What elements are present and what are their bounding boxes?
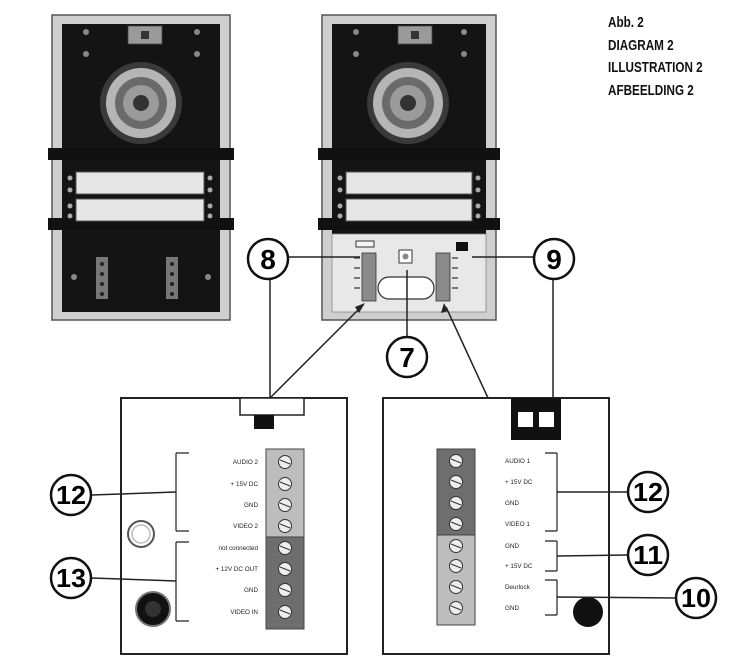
callout-12-left: 12 [49,473,93,517]
callout-11: 11 [626,533,670,577]
caption-line-fr: ILLUSTRATION 2 [608,59,703,76]
leader-lines [90,256,676,599]
callout-8: 8 [246,237,290,281]
terminal-label: GND [244,587,258,594]
terminal-label: VIDEO 2 [233,523,258,530]
arrowheads [355,303,448,313]
terminal-label: + 15V DC [231,481,259,488]
callout-number: 7 [399,342,415,373]
terminal-label: AUDIO 1 [505,458,531,465]
callout-number: 8 [260,244,276,275]
terminal-label: VIDEO 1 [505,521,530,528]
callout-number: 10 [681,583,711,613]
terminal-label: + 15V DC [505,479,533,486]
terminal-area [331,233,487,313]
terminal-label: + 15V DC [505,563,533,570]
callout-number: 13 [56,563,86,593]
door-station-front [48,14,234,321]
caption-line-de: Abb. 2 [608,14,644,31]
callout-number: 9 [546,244,562,275]
rear-connectors [96,257,178,299]
camera-lens [367,62,449,144]
name-plates [337,171,481,222]
terminal-screws [278,455,292,619]
terminal-label: VIDEO IN [230,609,258,616]
terminal-label: GND [505,543,519,550]
door-station-rear [318,14,500,321]
callout-10: 10 [674,576,718,620]
left-terminal-detail: AUDIO 2 + 15V DC GND VIDEO 2 not connect… [120,397,348,655]
caption-line-en: DIAGRAM 2 [608,36,674,54]
camera-lens [100,62,182,144]
caption-line-nl: AFBEELDING 2 [608,81,694,99]
figure-caption: Abb. 2 DIAGRAM 2 ILLUSTRATION 2 AFBEELDI… [608,12,734,102]
terminal-label: AUDIO 2 [233,459,259,466]
callout-13: 13 [49,556,93,600]
callout-number: 12 [56,480,86,510]
terminal-label: GND [244,502,258,509]
name-plates [67,171,213,222]
callout-number: 11 [633,540,663,570]
terminal-label: GND [505,500,519,507]
callout-12-right: 12 [626,470,670,514]
callout-9: 9 [532,237,576,281]
terminal-label: GND [505,605,519,612]
right-terminal-detail: AUDIO 1 + 15V DC GND VIDEO 1 GND + 15V D… [382,397,610,655]
terminal-label: Deurlock [505,584,531,591]
terminal-screws [449,454,463,615]
terminal-label: not connected [218,545,258,552]
callout-7: 7 [385,335,429,379]
callout-number: 12 [633,477,663,507]
terminal-label: + 12V DC OUT [215,566,258,573]
